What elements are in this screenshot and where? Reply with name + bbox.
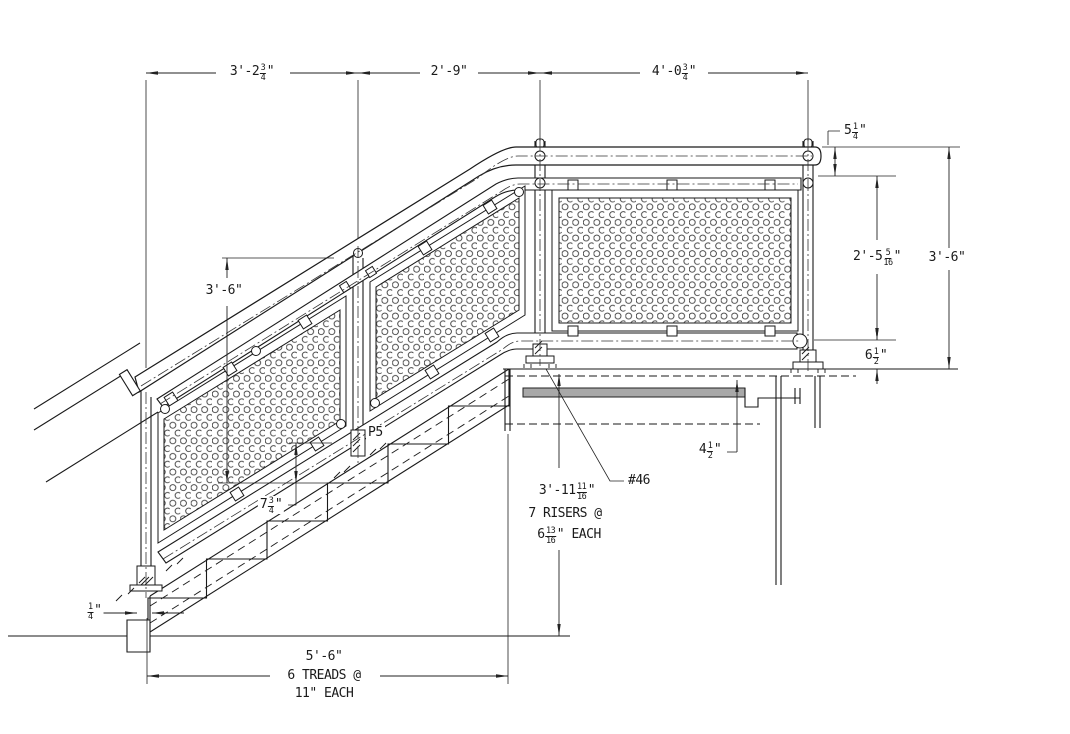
dim-top-span-2: 2'-9" [428,63,470,80]
handrail-centerline [140,155,812,387]
posts [140,138,814,573]
handrail-end-cap [118,368,142,397]
panel-2-sheet [375,197,520,399]
panel-3-sheet [558,197,792,324]
post-ref-label: P5 [366,424,385,441]
dim-total-run: 5'-6" [303,648,345,665]
centerlines [140,139,812,598]
bottom-rail-elbow-fitting [792,333,808,349]
post-3 [534,141,546,356]
bottom-rail [157,332,798,564]
bottom-rail-centerline [162,340,800,560]
dim-rail-height-stair: 3'-6" [203,282,245,299]
item-46-leader [545,368,624,482]
landing-support-wall [775,376,782,585]
stringer-top [149,368,510,597]
frame-top-rail [156,177,802,408]
note-tread-each: 11" EACH [292,685,356,702]
post-4 [802,141,814,362]
stringer-bottom [149,404,510,633]
rail-continuation-lines [33,342,159,483]
note-risers: 7 RISERS @ [526,505,604,522]
dimension-lines [100,71,960,684]
post-1 [140,389,152,573]
rails [118,146,822,564]
dim-rail-height-landing: 3'-6" [926,249,968,266]
note-treads: 6 TREADS @ [285,667,363,684]
stair-structure [8,342,958,653]
panel-clips [160,179,776,502]
infill-panels [157,179,799,544]
stair-steps [147,369,510,634]
handrail [134,146,822,393]
item-ref-label: #46 [626,472,652,489]
stringer-footing [126,619,151,653]
frame-rail-centerline [159,183,798,405]
landing-channel [522,387,746,398]
landing-fascia [504,369,511,431]
post-1-base [115,557,184,602]
